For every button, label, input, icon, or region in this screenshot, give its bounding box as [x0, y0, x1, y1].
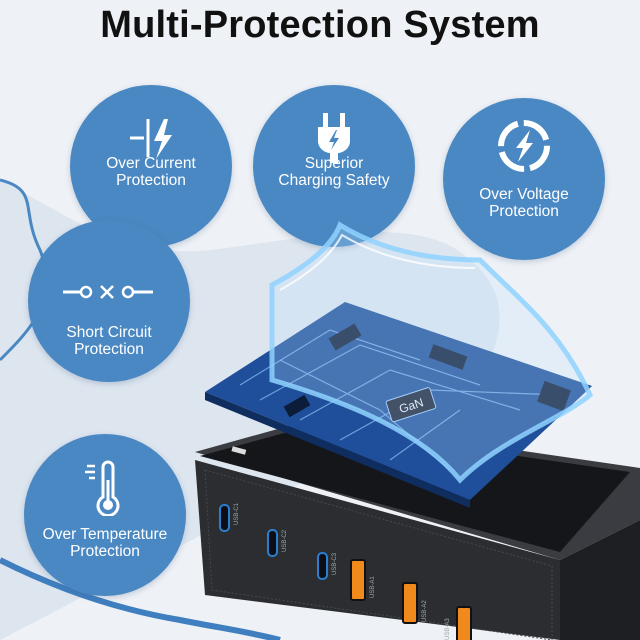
- shield-icon: [269, 221, 594, 484]
- feature-label: Over Current: [106, 155, 196, 172]
- port-label: USB-A3: [445, 618, 451, 640]
- thermometer-icon: [24, 460, 186, 516]
- port-label: USB-A2: [422, 600, 428, 622]
- circle-bolt-icon: [443, 116, 605, 176]
- feature-label: Charging Safety: [278, 172, 390, 189]
- feature-label: Over Voltage: [479, 186, 569, 203]
- feature-label: Protection: [74, 341, 144, 358]
- plug-bolt-icon: [253, 111, 415, 165]
- gan-chip: GaN: [385, 387, 437, 423]
- port-usb-a2: USB-A2: [402, 582, 428, 624]
- port-label: USB-C3: [332, 552, 338, 575]
- port-usb-c3: USB-C3: [317, 552, 338, 580]
- current-breaker-icon: [70, 113, 232, 163]
- page-title: Multi-Protection System: [100, 4, 540, 46]
- port-usb-a1: USB-A1: [350, 559, 376, 601]
- feature-label: Superior: [304, 155, 364, 172]
- port-usb-c1: USB-C1: [219, 502, 240, 532]
- feature-label: Short Circuit: [66, 324, 152, 341]
- charger-body: [195, 420, 640, 640]
- feature-label: Protection: [116, 172, 186, 189]
- feature-label: Protection: [489, 203, 559, 220]
- port-usb-a3: USB-A3: [445, 606, 472, 640]
- port-label: USB-C1: [234, 502, 240, 525]
- port-label: USB-A1: [370, 576, 376, 598]
- open-switch-icon: [28, 282, 190, 302]
- port-usb-c2: USB-C2: [267, 529, 288, 557]
- feature-label: Over Temperature: [42, 526, 168, 543]
- ports: USB-C1 USB-C2 USB-C3 USB-A1 USB-A2 USB-A…: [219, 502, 472, 640]
- port-label: USB-C2: [282, 529, 288, 552]
- feature-label: Protection: [70, 543, 140, 560]
